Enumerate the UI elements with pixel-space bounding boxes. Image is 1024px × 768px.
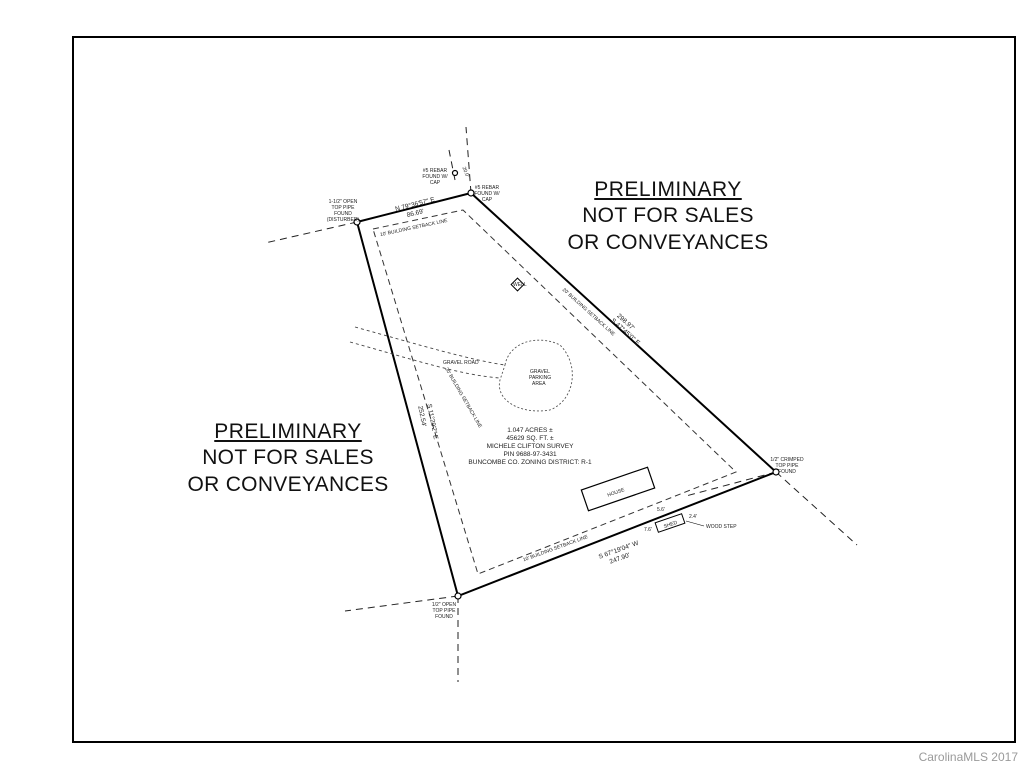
svg-text:FOUND: FOUND xyxy=(435,614,453,620)
preliminary-stamp-right: PRELIMINARY NOT FOR SALES OR CONVEYANCES xyxy=(548,178,788,256)
stamp-left-line1: PRELIMINARY xyxy=(214,420,362,443)
house-label: HOUSE xyxy=(607,487,626,499)
svg-text:FOUND: FOUND xyxy=(334,211,352,217)
watermark: CarolinaMLS 2017 xyxy=(918,750,1018,764)
setback-west-label: 20' BUILDING SETBACK LINE xyxy=(443,367,483,430)
preliminary-stamp-left: PRELIMINARY NOT FOR SALES OR CONVEYANCES xyxy=(168,420,408,498)
west-bearing: S 11°29'2" E xyxy=(425,403,440,441)
setback-line xyxy=(372,209,737,575)
stamp-right-line3: OR CONVEYANCES xyxy=(567,231,769,254)
svg-text:1/2" CRIMPED: 1/2" CRIMPED xyxy=(770,457,804,463)
svg-text:#5 REBAR: #5 REBAR xyxy=(423,168,448,174)
n-rebar-label-2: #5 REBAR FOUND W/ CAP xyxy=(474,185,500,203)
plat-border xyxy=(72,36,1016,743)
sw-corner-label: 1/2" OPEN TOP PIPE FOUND xyxy=(432,602,457,620)
shed-dim-2: 2.4' xyxy=(689,514,697,520)
svg-text:TOP PIPE: TOP PIPE xyxy=(332,205,356,211)
svg-text:(DISTURBED): (DISTURBED) xyxy=(327,217,360,223)
corner-markers xyxy=(353,169,780,600)
se-pipe-marker xyxy=(772,468,780,476)
stamp-left-line2: NOT FOR SALES xyxy=(202,446,374,469)
wood-step-leader xyxy=(685,520,705,527)
svg-text:45629 SQ. FT. ±: 45629 SQ. FT. ± xyxy=(506,435,554,442)
shed-dim-3: 5.6' xyxy=(657,507,665,513)
sw-pipe-marker xyxy=(454,592,462,600)
svg-text:TOP PIPE: TOP PIPE xyxy=(776,463,800,469)
svg-text:1.047 ACRES ±: 1.047 ACRES ± xyxy=(507,427,553,434)
north-distance: 86.69' xyxy=(406,208,425,219)
svg-text:CAP: CAP xyxy=(430,180,441,186)
stamp-right-line1: PRELIMINARY xyxy=(594,178,742,201)
svg-text:#5 REBAR: #5 REBAR xyxy=(475,185,500,191)
svg-text:BUNCOMBE CO. ZONING DISTRICT:: BUNCOMBE CO. ZONING DISTRICT: R-1 xyxy=(468,459,592,466)
parking-label-2: PARKING xyxy=(529,375,551,381)
n-rebar-label-1: #5 REBAR FOUND W/ CAP xyxy=(422,168,448,186)
shed xyxy=(654,513,686,533)
well-symbol: WELL xyxy=(510,277,527,292)
adjoining-lines xyxy=(264,126,858,682)
nw-corner-label: 1-1/2" OPEN TOP PIPE FOUND (DISTURBED) xyxy=(327,199,360,223)
shed-dim-1: 7.6' xyxy=(644,527,652,533)
west-distance: 252.54' xyxy=(416,405,427,427)
parking-label-1: GRAVEL xyxy=(530,369,550,375)
svg-text:PIN 9688-97-3431: PIN 9688-97-3431 xyxy=(503,451,557,458)
n-rebar-marker xyxy=(467,189,475,197)
parking-label-3: AREA xyxy=(532,381,546,387)
setback-north-label: 10' BUILDING SETBACK LINE xyxy=(380,218,449,238)
nw-pipe-marker xyxy=(353,218,361,226)
gravel-road-label: GRAVEL ROAD xyxy=(443,360,479,366)
se-corner-label: 1/2" CRIMPED TOP PIPE FOUND xyxy=(770,457,804,475)
svg-text:FOUND W/: FOUND W/ xyxy=(422,174,448,180)
svg-text:1-1/2" OPEN: 1-1/2" OPEN xyxy=(329,199,358,205)
well-label: WELL xyxy=(513,282,527,288)
gravel-road xyxy=(349,326,506,379)
svg-text:CAP: CAP xyxy=(482,197,493,203)
house xyxy=(580,466,656,512)
stamp-right-line2: NOT FOR SALES xyxy=(582,204,754,227)
wood-step-label: WOOD STEP xyxy=(706,524,737,530)
n-rebar-marker-2 xyxy=(451,169,459,177)
svg-text:FOUND: FOUND xyxy=(778,469,796,475)
svg-text:FOUND W/: FOUND W/ xyxy=(474,191,500,197)
parcel-info: 1.047 ACRES ± 45629 SQ. FT. ± MICHELE CL… xyxy=(468,427,592,466)
svg-text:TOP PIPE: TOP PIPE xyxy=(433,608,457,614)
svg-text:MICHELE CLIFTON SURVEY: MICHELE CLIFTON SURVEY xyxy=(487,443,574,450)
svg-text:1/2" OPEN: 1/2" OPEN xyxy=(432,602,457,608)
parking-area xyxy=(498,339,573,412)
shed-label: SHED xyxy=(663,520,678,530)
stamp-left-line3: OR CONVEYANCES xyxy=(187,473,389,496)
tie-bearing: 20.0' xyxy=(461,166,471,178)
